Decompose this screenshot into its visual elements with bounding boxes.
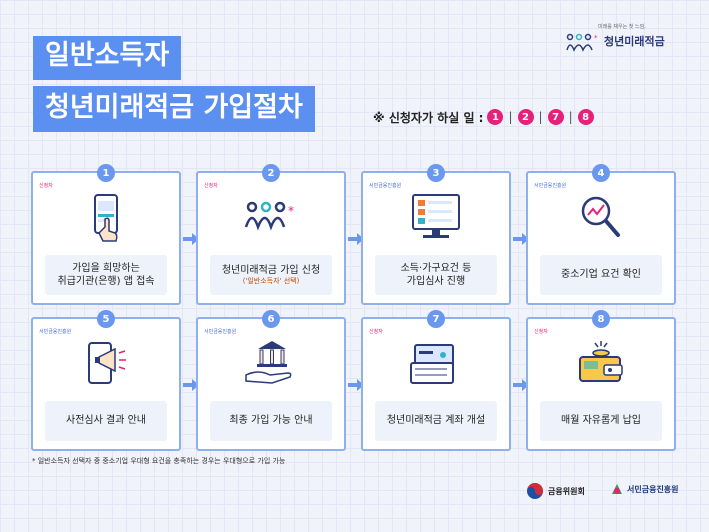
savings-logo-icon: * xyxy=(566,33,598,52)
step-label-line1: 사전심사 결과 안내 xyxy=(66,415,146,427)
phone-megaphone-icon xyxy=(71,335,141,391)
logo-tagline: 미래를 채우는 첫 느낌, xyxy=(598,24,646,30)
step-label-line2: 가입심사 진행 xyxy=(406,276,466,287)
fsc-logo: 금융위원회 xyxy=(526,482,585,500)
step-label: 사전심사 결과 안내 xyxy=(45,401,167,441)
step-label: 최종 가입 가능 안내 xyxy=(210,401,332,441)
step-label-line1: 매월 자유롭게 납입 xyxy=(561,415,641,427)
bank-hand-icon xyxy=(236,335,306,391)
step-arrow-icon xyxy=(512,231,530,245)
kinfa-name: 서민금융진흥원 xyxy=(627,484,679,494)
fsc-name: 금융위원회 xyxy=(548,486,585,496)
step-arrow-icon xyxy=(347,231,365,245)
step-card-2: 2 신청자 * 청년미래적금 가입 신청('일반소득자' 선택) xyxy=(196,164,346,305)
separator: | xyxy=(538,110,543,124)
applicant-note-text: ※ 신청자가 하실 일 : xyxy=(373,110,484,125)
magnifier-chart-icon xyxy=(566,189,636,245)
step-number: 4 xyxy=(592,164,610,182)
wallet-coins-icon xyxy=(566,335,636,391)
step-number: 5 xyxy=(97,310,115,328)
separator: | xyxy=(568,110,573,124)
step-label: 매월 자유롭게 납입 xyxy=(540,401,662,441)
phone-touch-icon xyxy=(71,189,141,245)
step-label-line1: 중소기업 요건 확인 xyxy=(561,269,641,281)
step-label-line1: 소득·가구요건 등 xyxy=(400,262,472,274)
step-number: 6 xyxy=(262,310,280,328)
step-actor-tag: 신청자 xyxy=(204,183,218,189)
monitor-checklist-icon xyxy=(401,189,471,245)
logo-name: 청년미래적금 xyxy=(604,35,665,48)
step-actor-tag: 서민금융진흥원 xyxy=(204,329,237,335)
step-number: 1 xyxy=(97,164,115,182)
step-arrow-icon xyxy=(182,377,200,391)
step-label: 청년미래적금 가입 신청('일반소득자' 선택) xyxy=(210,255,332,295)
kinfa-mark-icon xyxy=(612,484,622,494)
svg-text:*: * xyxy=(288,204,294,218)
kinfa-logo: 서민금융진흥원 xyxy=(610,482,679,496)
step-actor-tag: 신청자 xyxy=(39,183,53,189)
footnote: * 일반소득자 선택자 중 중소기업 우대형 요건을 충족하는 경우는 우대형으… xyxy=(32,457,286,465)
savings-logo-icon: * xyxy=(236,189,306,245)
step-actor-tag: 서민금융진흥원 xyxy=(39,329,72,335)
step-label-line1: 청년미래적금 가입 신청 xyxy=(221,264,321,276)
step-actor-tag: 서민금융진흥원 xyxy=(369,183,402,189)
step-label-line1: 청년미래적금 계좌 개설 xyxy=(386,415,486,427)
step-label: 중소기업 요건 확인 xyxy=(540,255,662,295)
applicant-step-badge-2: 2 xyxy=(517,109,534,125)
applicant-steps-note: ※ 신청자가 하실 일 : 1 | 2 | 7 | 8 xyxy=(373,106,594,128)
page-title-line2: 청년미래적금 가입절차 xyxy=(33,86,315,132)
applicant-step-badge-7: 7 xyxy=(547,109,564,125)
page-title-line1: 일반소득자 xyxy=(33,36,182,80)
step-actor-tag: 서민금융진흥원 xyxy=(534,183,567,189)
applicant-step-badge-8: 8 xyxy=(577,109,594,125)
taegeuk-icon xyxy=(527,483,543,499)
applicant-step-badge-1: 1 xyxy=(487,109,504,125)
step-label: 청년미래적금 계좌 개설 xyxy=(375,401,497,441)
step-number: 8 xyxy=(592,310,610,328)
separator: | xyxy=(508,110,513,124)
step-label-sub: ('일반소득자' 선택) xyxy=(242,277,300,286)
step-arrow-icon xyxy=(512,377,530,391)
step-label-line2: 취급기관(은행) 앱 접속 xyxy=(57,276,155,287)
step-actor-tag: 신청자 xyxy=(369,329,383,335)
step-label-line1: 최종 가입 가능 안내 xyxy=(229,415,313,427)
step-arrow-icon xyxy=(182,231,200,245)
svg-text:*: * xyxy=(594,34,598,42)
step-actor-tag: 신청자 xyxy=(534,329,548,335)
step-number: 3 xyxy=(427,164,445,182)
step-label-line1: 가입을 희망하는 xyxy=(72,262,140,274)
product-logo: * 미래를 채우는 첫 느낌, 청년미래적금 xyxy=(566,22,691,56)
bankbook-card-icon xyxy=(401,335,471,391)
step-arrow-icon xyxy=(347,377,365,391)
step-number: 7 xyxy=(427,310,445,328)
step-number: 2 xyxy=(262,164,280,182)
